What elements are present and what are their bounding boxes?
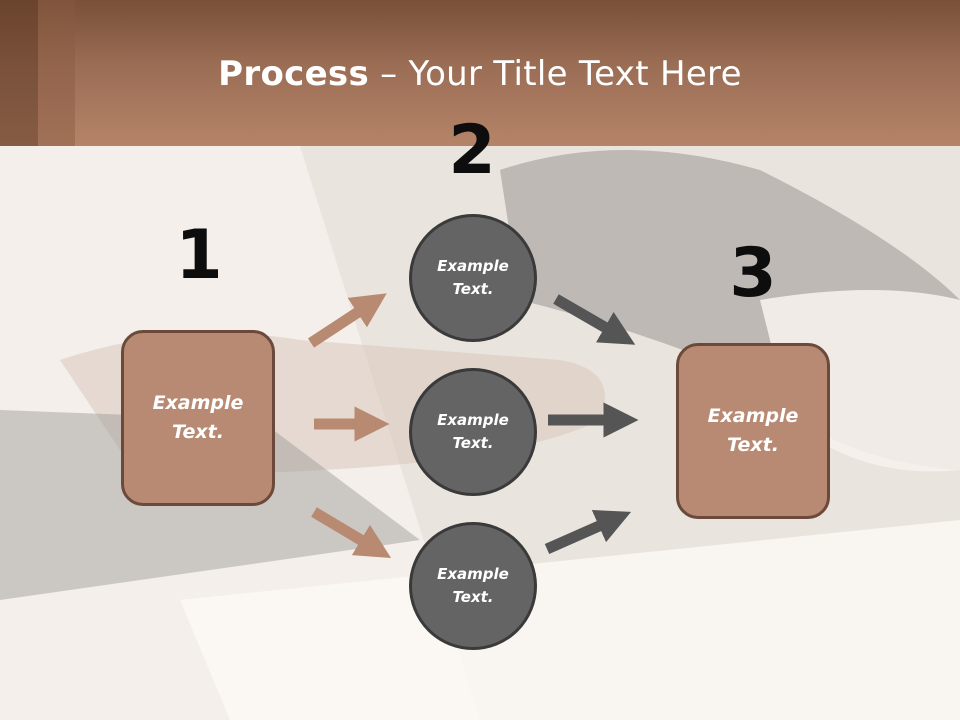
circle-text-line: Example	[437, 565, 509, 583]
right-process-box[interactable]: Example Text.	[676, 343, 830, 519]
circle-text-line: Example	[437, 257, 509, 275]
circle-text: Example Text.	[437, 563, 509, 609]
header-stripe	[38, 0, 75, 146]
circle-text-line: Text.	[452, 588, 494, 606]
box-text-line: Text.	[727, 434, 779, 456]
circle-node-bottom[interactable]: Example Text.	[409, 522, 537, 650]
circle-text-line: Example	[437, 411, 509, 429]
box-text-line: Example	[707, 405, 799, 427]
circle-text-line: Text.	[452, 280, 494, 298]
step-number-1[interactable]: 1	[175, 216, 223, 295]
box-text-line: Example	[152, 392, 244, 414]
step-number-2[interactable]: 2	[448, 111, 496, 190]
circle-text-line: Text.	[452, 434, 494, 452]
box-text-line: Text.	[172, 421, 224, 443]
circle-node-middle[interactable]: Example Text.	[409, 368, 537, 496]
slide-title[interactable]: Process – Your Title Text Here	[0, 52, 960, 96]
header-stripe	[0, 0, 38, 146]
box-text: Example Text.	[153, 389, 244, 447]
title-bold-part: Process	[218, 54, 370, 94]
title-header: Process – Your Title Text Here	[0, 0, 960, 146]
circle-node-top[interactable]: Example Text.	[409, 214, 537, 342]
circle-text: Example Text.	[437, 255, 509, 301]
left-process-box[interactable]: Example Text.	[121, 330, 275, 506]
title-rest-part: – Your Title Text Here	[369, 54, 742, 94]
box-text: Example Text.	[708, 402, 799, 460]
circle-text: Example Text.	[437, 409, 509, 455]
step-number-3[interactable]: 3	[729, 234, 777, 313]
